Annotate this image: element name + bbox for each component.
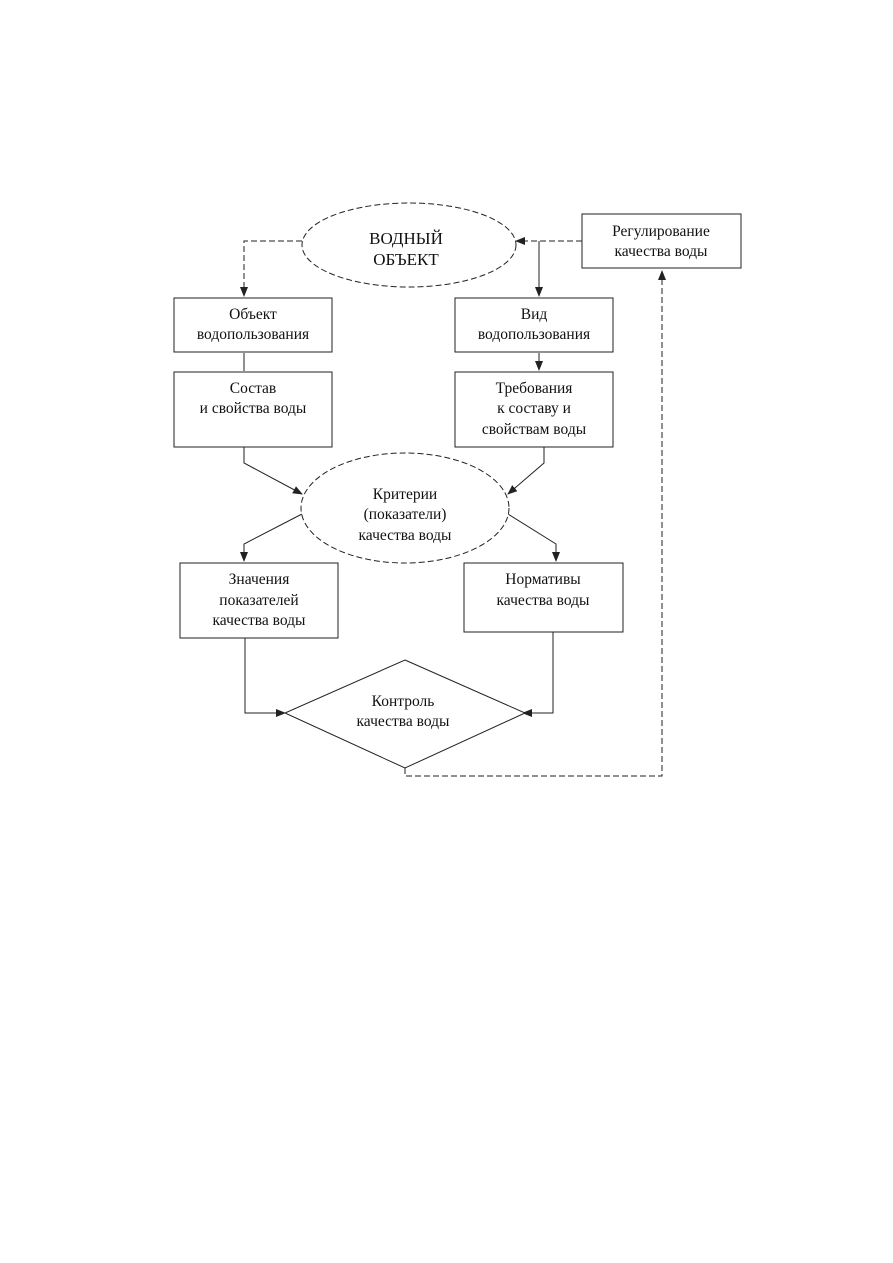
connector-control-to-regulation	[404, 270, 666, 777]
regulation-line-2: качества воды	[615, 243, 709, 260]
values-line-2: показателей	[219, 592, 298, 609]
node-control: Контроль качества воды	[283, 659, 527, 769]
node-water-body: ВОДНЫЙ ОБЪЕКТ	[301, 202, 517, 288]
control-line-2: качества воды	[357, 713, 451, 730]
norms-line-1: Нормативы	[505, 571, 581, 588]
norms-line-2: качества воды	[497, 592, 591, 609]
node-norms: Нормативы качества воды	[463, 562, 624, 633]
water-body-line-2: ОБЪЕКТ	[373, 250, 439, 269]
connector-criteria-to-values	[240, 513, 303, 562]
requirements-line-1: Требования	[496, 380, 573, 397]
composition-line-2: и свойства воды	[200, 400, 307, 417]
regulation-line-1: Регулирование	[612, 223, 710, 240]
node-composition: Состав и свойства воды	[173, 371, 333, 448]
node-indicator-values: Значения показателей качества воды	[179, 562, 339, 639]
connector-values-to-control	[244, 638, 286, 717]
node-regulation: Регулирование качества воды	[581, 213, 742, 269]
node-use-type: Вид водопользования	[454, 297, 614, 353]
connector-norms-to-control	[522, 632, 554, 717]
values-line-3: качества воды	[213, 612, 307, 629]
composition-line-1: Состав	[230, 380, 277, 397]
use-type-line-2: водопользования	[478, 326, 590, 343]
criteria-line-3: качества воды	[359, 527, 453, 544]
connector-requirements-to-criteria	[507, 447, 545, 495]
use-type-line-1: Вид	[521, 306, 548, 323]
use-object-line-2: водопользования	[197, 326, 309, 343]
connector-criteria-to-norms	[507, 513, 560, 562]
requirements-line-3: свойствам воды	[482, 421, 587, 438]
criteria-line-2: (показатели)	[364, 506, 447, 523]
node-criteria: Критерии (показатели) качества воды	[300, 452, 510, 564]
connector-composition-to-criteria	[243, 447, 303, 495]
values-line-1: Значения	[229, 571, 290, 588]
connectors	[240, 237, 666, 777]
node-use-object: Объект водопользования	[173, 297, 333, 353]
use-object-line-1: Объект	[229, 306, 277, 323]
connector-water-body-to-use-object	[240, 240, 302, 297]
control-line-1: Контроль	[372, 693, 435, 710]
criteria-line-1: Критерии	[373, 486, 437, 503]
node-requirements: Требования к составу и свойствам воды	[454, 371, 614, 448]
water-body-line-1: ВОДНЫЙ	[369, 229, 443, 248]
requirements-line-2: к составу и	[497, 400, 571, 417]
